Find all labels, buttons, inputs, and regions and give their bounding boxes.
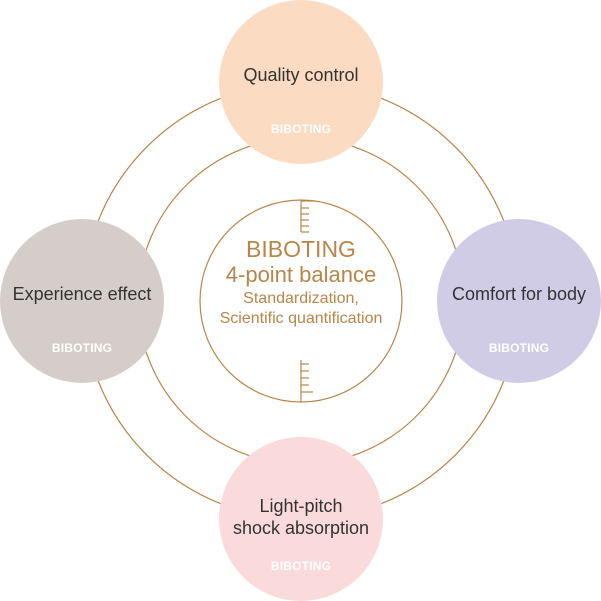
- node-brand: BIBOTING: [488, 341, 550, 355]
- node-brand: BIBOTING: [270, 122, 332, 136]
- top-ruler-icon: [300, 200, 316, 233]
- node-brand: BIBOTING: [270, 559, 332, 573]
- node-comfort-for-body: Comfort for body BIBOTING: [437, 219, 601, 383]
- center-line-quantification: Scientific quantification: [219, 310, 383, 327]
- node-label: Light-pitch shock absorption: [232, 496, 370, 538]
- center-line-standardization: Standardization,: [243, 290, 359, 307]
- center-text-block: BIBOTING 4-point balance Standardization…: [200, 236, 402, 329]
- center-title: BIBOTING: [246, 236, 356, 262]
- bottom-ruler-icon: [300, 360, 313, 402]
- node-label: Comfort for body: [451, 284, 587, 304]
- node-quality-control: Quality control BIBOTING: [219, 0, 383, 164]
- node-label: Experience effect: [12, 284, 152, 304]
- node-shock-absorption: Light-pitch shock absorption BIBOTING: [219, 437, 383, 601]
- node-experience-effect: Experience effect BIBOTING: [0, 219, 164, 383]
- center-subtitle: 4-point balance: [225, 262, 377, 287]
- node-label: Quality control: [243, 65, 359, 85]
- node-brand: BIBOTING: [51, 341, 113, 355]
